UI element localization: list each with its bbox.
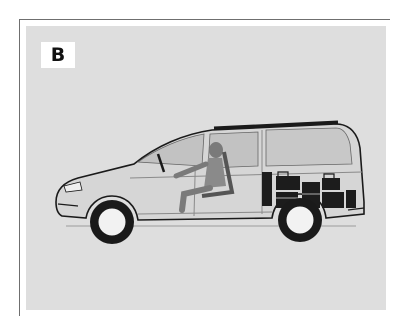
rear-wheel <box>278 198 322 242</box>
figure-label: B <box>51 46 65 65</box>
vehicle-luggage-illustration <box>26 26 386 310</box>
figure-label-box: B <box>41 42 75 68</box>
figure-frame: B <box>19 19 390 316</box>
figure-panel: B <box>26 26 386 310</box>
front-wheel <box>90 200 134 244</box>
car-windows <box>138 128 352 168</box>
